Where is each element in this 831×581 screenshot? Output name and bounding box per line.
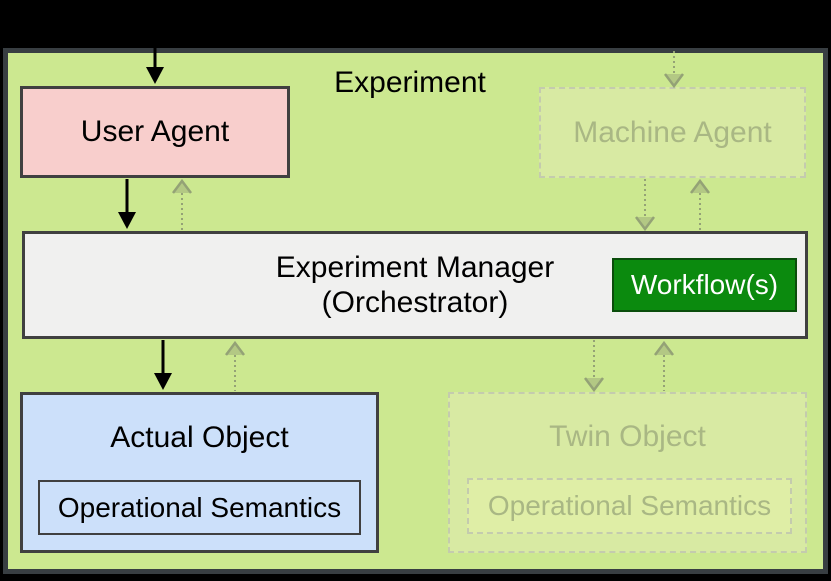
twin-operational-semantics-node: Operational Semantics <box>467 478 792 534</box>
actual-object-label: Actual Object <box>110 421 289 454</box>
actual-object-node: Actual Object Operational Semantics <box>20 392 379 553</box>
machine-agent-node: Machine Agent <box>539 87 806 178</box>
actual-operational-semantics-label: Operational Semantics <box>57 491 342 523</box>
workflow-node: Workflow(s) <box>612 258 797 312</box>
experiment-manager-node: Experiment Manager (Orchestrator) <box>22 231 808 339</box>
machine-agent-label: Machine Agent <box>573 115 772 149</box>
actual-operational-semantics-node: Operational Semantics <box>38 480 361 535</box>
user-agent-node: User Agent <box>20 86 290 178</box>
experiment-frame-label: Experiment <box>334 66 486 99</box>
experiment-manager-sublabel: (Orchestrator) <box>321 286 509 319</box>
user-agent-label: User Agent <box>80 115 230 148</box>
experiment-manager-label: Experiment Manager <box>275 251 555 284</box>
twin-object-node: Twin Object Operational Semantics <box>448 392 807 553</box>
twin-operational-semantics-label: Operational Semantics <box>487 490 772 521</box>
workflow-label: Workflow(s) <box>630 269 779 300</box>
twin-object-label: Twin Object <box>549 420 706 453</box>
